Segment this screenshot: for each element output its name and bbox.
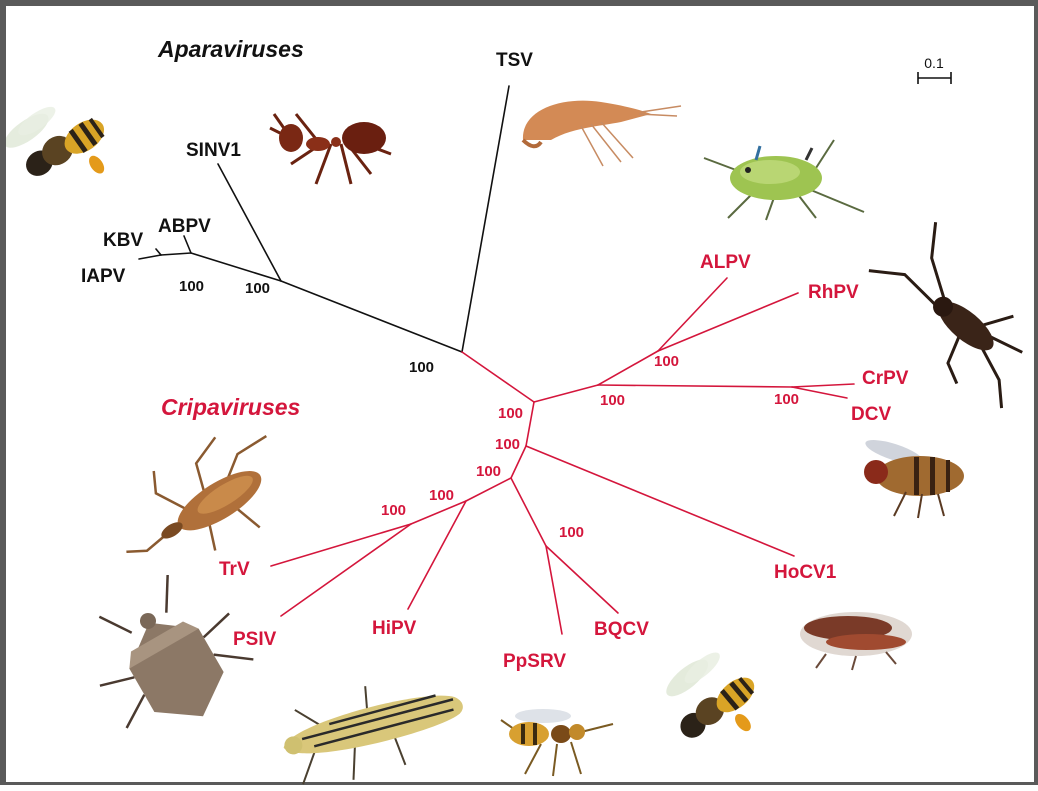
- scale-bar: [918, 72, 951, 84]
- kissing-bug-icon: [98, 411, 306, 595]
- branch-psiv: [281, 524, 411, 616]
- branch-kbv: [156, 249, 161, 255]
- taxon-hocv1: HoCV1: [774, 562, 837, 583]
- scale-bar-label: 0.1: [924, 55, 944, 71]
- branch-dcv: [792, 387, 847, 398]
- bootstrap-crpv-dcv-join: 100: [600, 392, 625, 409]
- taxon-sinv1: SINV1: [186, 140, 241, 161]
- bootstrap-abpv-node: 100: [245, 280, 270, 297]
- wasp-icon: [501, 709, 613, 776]
- branch-alpv-rhpv-stem: [598, 351, 658, 385]
- bootstrap-hocv-node: 100: [495, 436, 520, 453]
- tree-canvas: 0.1 Aparaviruses Cripaviruses TSV SINV1 …: [6, 6, 1038, 791]
- taxon-iapv: IAPV: [81, 266, 126, 287]
- branch-apara-stem: [281, 281, 462, 352]
- leafhopper-icon: [274, 664, 474, 791]
- bootstrap-alpv-rhpv: 100: [654, 353, 679, 370]
- branch-crpv: [792, 384, 854, 387]
- bootstrap-iapv-kbv: 100: [179, 278, 204, 295]
- branch-iapv: [139, 255, 161, 259]
- branch-alpv: [658, 278, 727, 351]
- branch-tsv: [462, 86, 509, 352]
- taxon-alpv: ALPV: [700, 252, 751, 273]
- taxon-abpv: ABPV: [158, 216, 211, 237]
- bootstrap-bqcv-ppsrv: 100: [559, 524, 584, 541]
- honey-bee-icon: [6, 85, 125, 210]
- branch-hipv: [408, 501, 466, 609]
- shrimp-icon: [523, 101, 681, 166]
- taxon-trv: TrV: [219, 559, 250, 580]
- taxon-ppsrv: PpSRV: [503, 651, 566, 672]
- aphid-icon: [704, 140, 864, 220]
- bootstrap-root: 100: [409, 359, 434, 376]
- bootstrap-cripa-base: 100: [498, 405, 523, 422]
- branch-rhpv: [658, 293, 798, 351]
- taxon-dcv: DCV: [851, 404, 891, 425]
- fruit-fly-icon: [863, 435, 964, 518]
- branch-crpv-dcv-stem: [598, 385, 792, 387]
- branch-bqcv-ppsrv-stem: [511, 478, 546, 546]
- bootstrap-crpv-dcv: 100: [774, 391, 799, 408]
- branch-abpv: [184, 236, 191, 253]
- branch-hipv-trv-stem: [466, 478, 511, 501]
- bootstrap-hipv-node: 100: [429, 487, 454, 504]
- branch-cripa-stem: [462, 352, 534, 402]
- taxon-crpv: CrPV: [862, 368, 909, 389]
- branch-trv: [271, 524, 411, 566]
- taxon-bqcv: BQCV: [594, 619, 649, 640]
- taxon-hipv: HiPV: [372, 618, 417, 639]
- branch-upper-clade: [534, 385, 598, 402]
- bootstrap-trv-psiv: 100: [381, 502, 406, 519]
- branch-lower-stem: [526, 402, 534, 446]
- cripaviruses-label: Cripaviruses: [161, 394, 300, 420]
- taxon-rhpv: RhPV: [808, 282, 859, 303]
- taxon-psiv: PSIV: [233, 629, 277, 650]
- aparaviruses-label: Aparaviruses: [157, 36, 304, 62]
- stink-bug-icon: [69, 558, 267, 753]
- psyllid-icon: [800, 612, 912, 670]
- branch-kbv-iapv-stem: [161, 253, 191, 255]
- honey-bee-icon: [651, 639, 775, 764]
- ant-icon: [270, 114, 391, 184]
- taxon-tsv: TSV: [496, 50, 533, 71]
- bootstrap-lower-node: 100: [476, 463, 501, 480]
- branch-sinv1: [218, 164, 281, 281]
- branch-trv-psiv-stem: [411, 501, 466, 524]
- taxon-kbv: KBV: [103, 230, 143, 251]
